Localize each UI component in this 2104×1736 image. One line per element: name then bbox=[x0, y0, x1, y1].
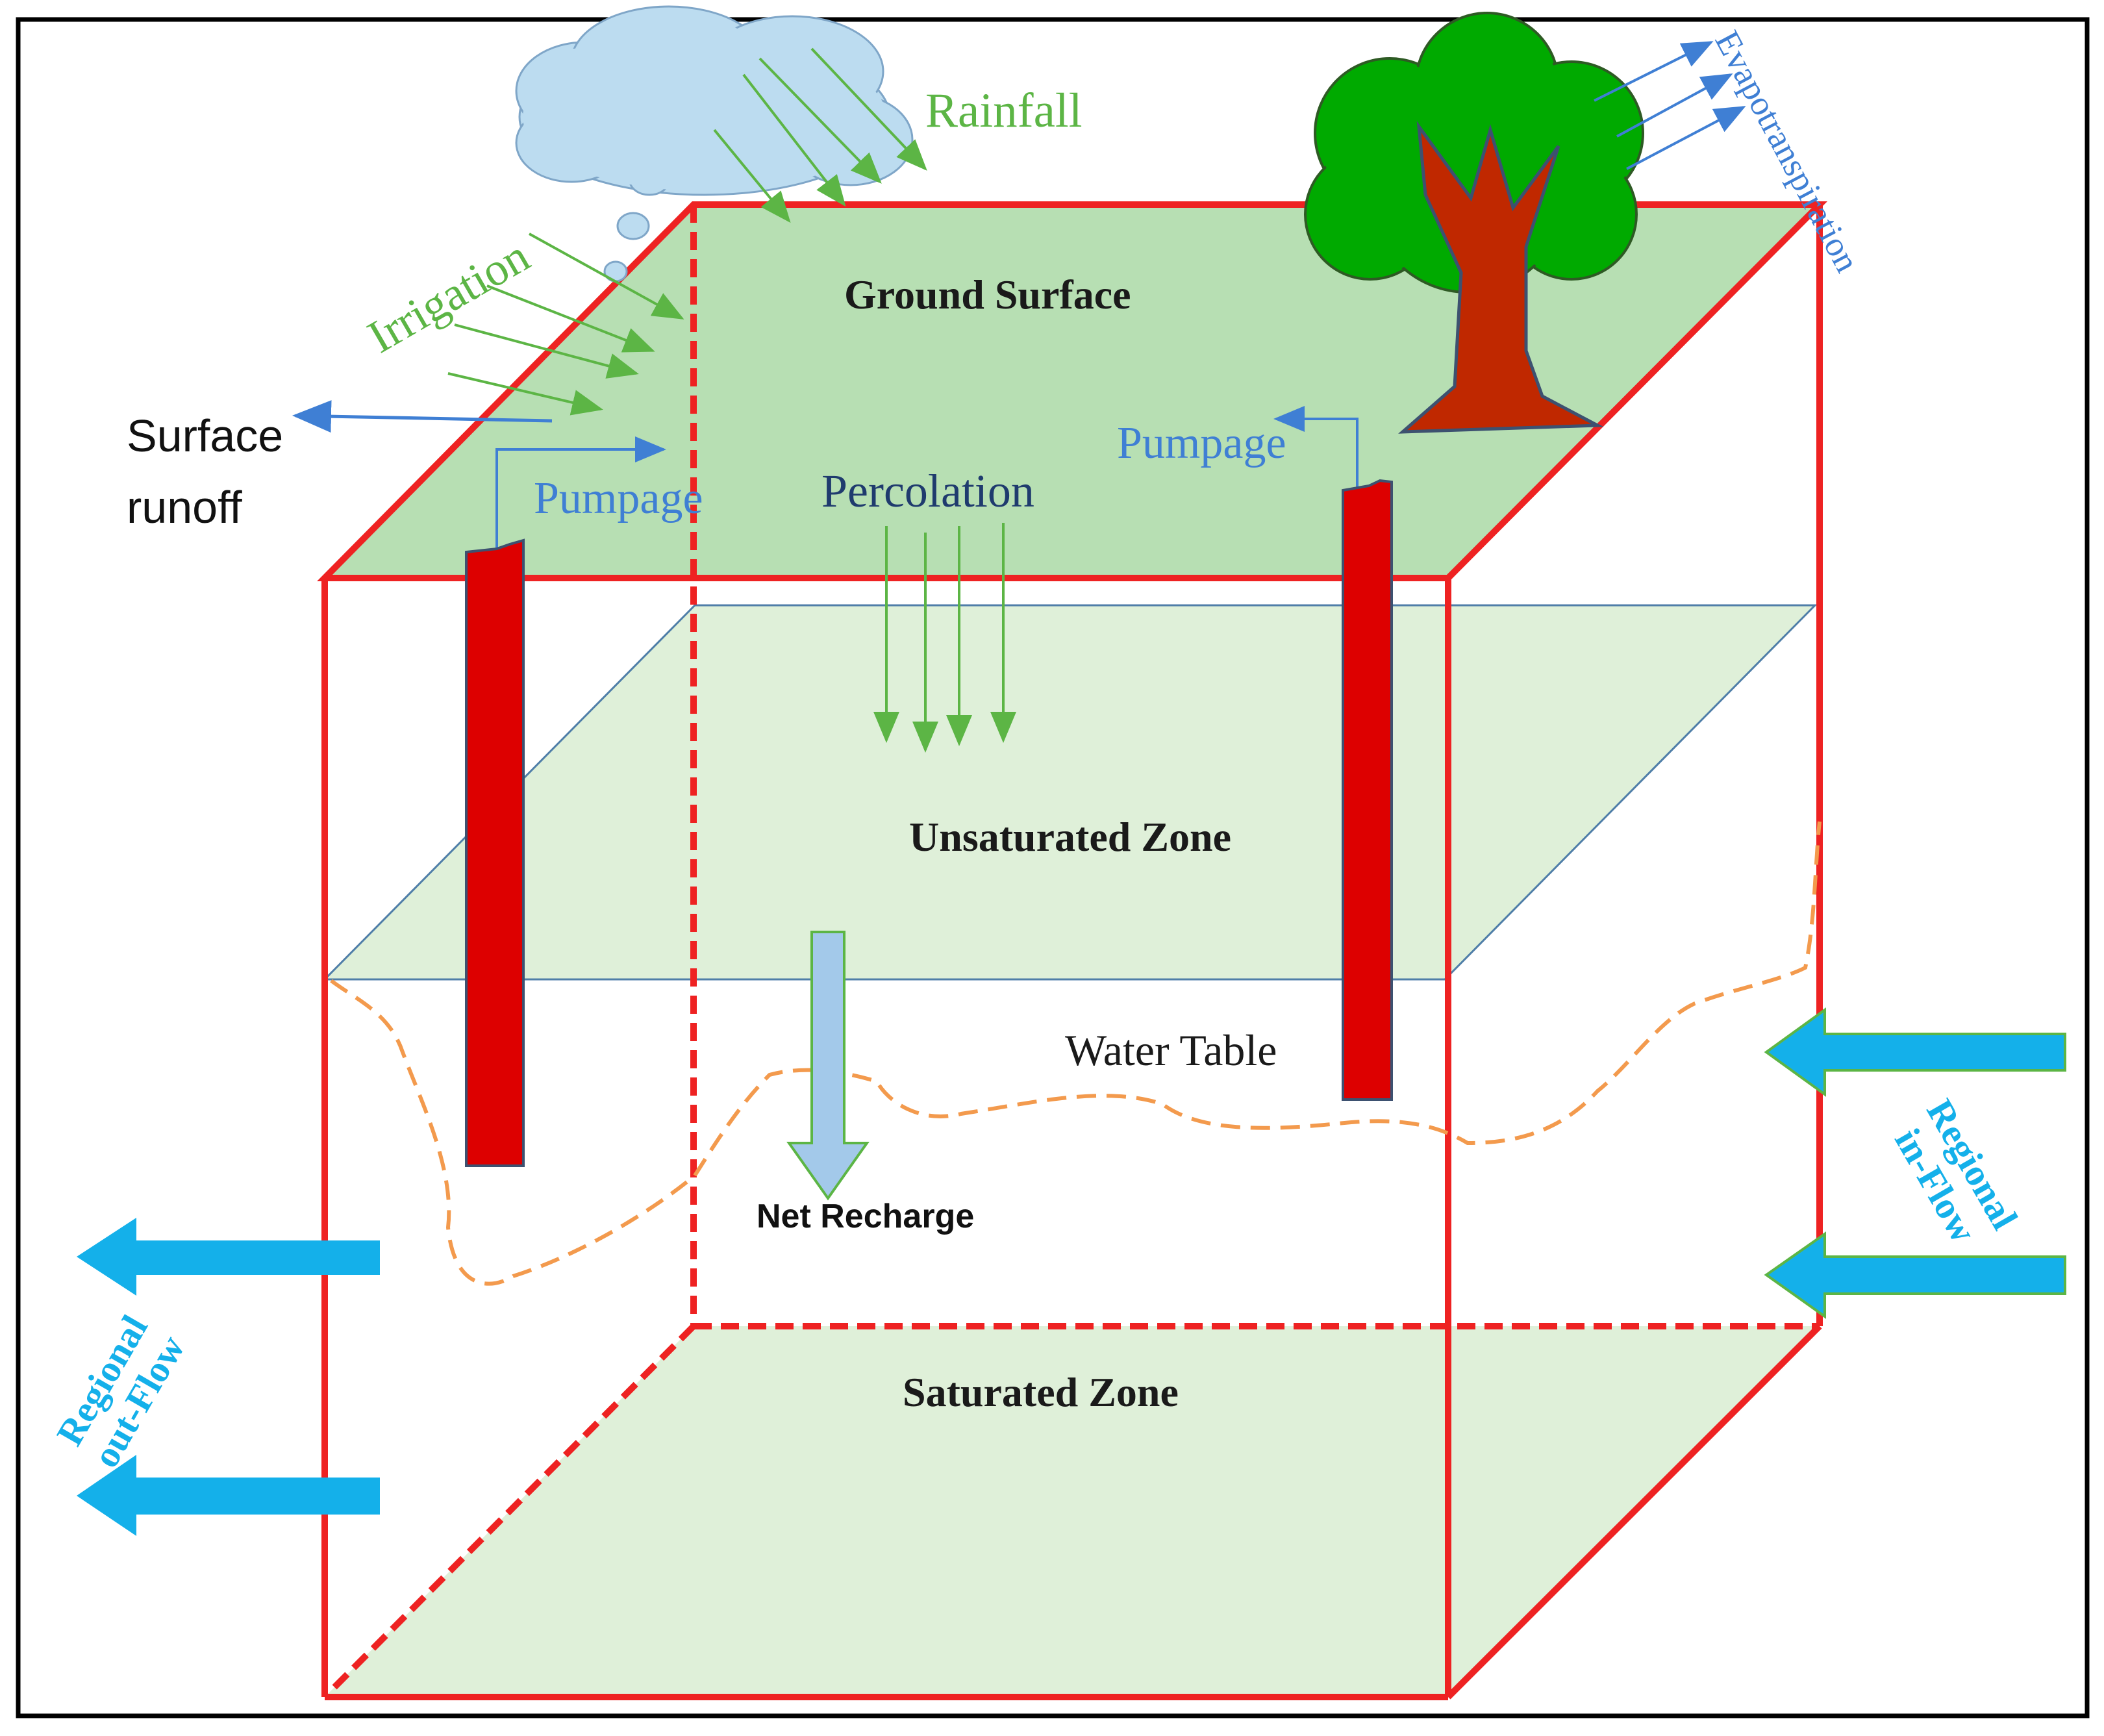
percolation-label: Percolation bbox=[821, 465, 1034, 517]
surface-runoff-label-line2: runoff bbox=[127, 482, 242, 533]
pumpage-right-arrow bbox=[1273, 406, 1359, 490]
cloud-fill bbox=[520, 12, 905, 191]
right-well bbox=[1342, 479, 1393, 1101]
tree-icon bbox=[1304, 12, 1644, 434]
pumpage-left-label: Pumpage bbox=[534, 473, 703, 523]
regional-inflow-label: Regional in-Flow bbox=[1886, 1092, 2026, 1250]
surface-runoff-label-line1: Surface bbox=[127, 410, 283, 461]
evapotranspiration-arrows bbox=[1594, 41, 1746, 170]
regional-outflow-label: Regional out-Flow bbox=[48, 1308, 193, 1474]
percolation-arrows bbox=[873, 523, 1016, 753]
tree-trunk bbox=[1398, 121, 1604, 434]
water-table-label: Water Table bbox=[1065, 1025, 1277, 1075]
rainfall-arrows bbox=[713, 47, 927, 223]
surface-runoff-arrow bbox=[292, 400, 553, 433]
unsaturated-zone-label: Unsaturated Zone bbox=[909, 814, 1231, 860]
pumpage-right-label: Pumpage bbox=[1117, 418, 1286, 468]
saturated-zone-label: Saturated Zone bbox=[903, 1369, 1179, 1415]
left-well bbox=[465, 538, 525, 1167]
net-recharge-label: Net Recharge bbox=[757, 1198, 974, 1235]
pumpage-left-arrow bbox=[495, 436, 666, 552]
regional-inflow-arrows bbox=[1764, 1007, 2066, 1319]
rainfall-label: Rainfall bbox=[925, 84, 1083, 138]
water-table-line bbox=[330, 821, 1822, 1286]
outer-frame bbox=[16, 17, 2090, 1718]
ground-surface-label: Ground Surface bbox=[844, 271, 1131, 318]
irrigation-arrows bbox=[447, 233, 684, 416]
unsaturated-zone-plane bbox=[322, 604, 1818, 981]
cube-hidden-edges bbox=[322, 205, 1820, 1700]
regional-outflow-arrows bbox=[77, 1218, 380, 1536]
net-recharge-arrow bbox=[786, 931, 870, 1201]
